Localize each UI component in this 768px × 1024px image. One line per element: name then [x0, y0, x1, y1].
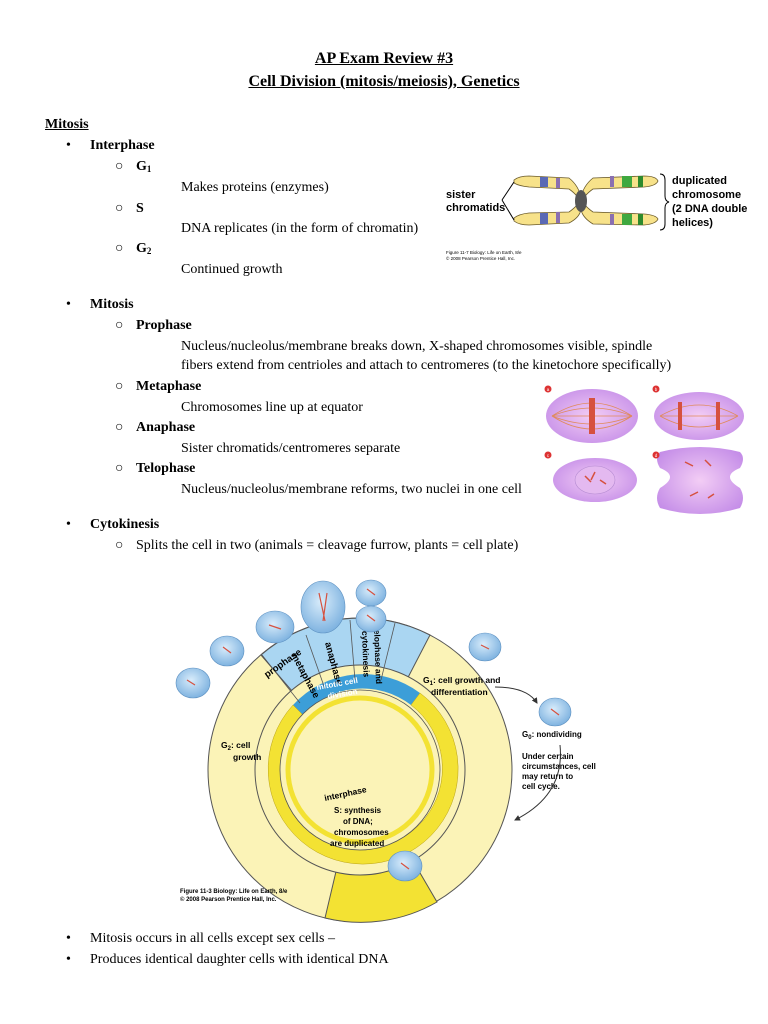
chromosome-figure: sister chromatids duplicated chromosome … [444, 168, 747, 266]
label-may-return: may return to [522, 772, 573, 781]
footer-bullet-1: Mitosis occurs in all cells except sex c… [90, 931, 335, 946]
cell-image [209, 635, 245, 667]
section-heading-mitosis: Mitosis [45, 117, 89, 132]
heading-cytokinesis: Cytokinesis [90, 517, 160, 532]
label-are-duplicated: are duplicated [330, 839, 384, 848]
label-prophase: Prophase [136, 318, 192, 333]
svg-text:b: b [655, 387, 658, 392]
svg-text:a: a [547, 387, 550, 392]
label-growth: growth [233, 752, 261, 762]
circle-bullet: ○ [115, 420, 124, 435]
circle-bullet: ○ [115, 159, 124, 174]
label-g2: G2: cell [221, 740, 250, 752]
label-g2: G2 [136, 241, 152, 256]
svg-text:d: d [655, 453, 658, 458]
cell-image [355, 579, 387, 607]
doc-title-line2: Cell Division (mitosis/meiosis), Genetic… [248, 73, 520, 90]
circle-bullet: ○ [115, 201, 124, 216]
label-chromatids: chromatids [446, 202, 505, 214]
bullet-dot: • [66, 517, 71, 532]
label-metaphase: Metaphase [136, 379, 202, 394]
bullet-dot: • [66, 297, 71, 312]
desc-telophase: Nucleus/nucleolus/membrane reforms, two … [181, 482, 522, 497]
heading-interphase: Interphase [90, 138, 155, 153]
label-g1: G1: cell growth and [423, 675, 501, 687]
circle-bullet: ○ [115, 379, 124, 394]
bullet-dot: • [66, 931, 71, 946]
desc-g2: Continued growth [181, 262, 283, 277]
label-dna-double: (2 DNA double [672, 203, 747, 215]
doc-title-line1: AP Exam Review #3 [314, 50, 454, 67]
circle-bullet: ○ [115, 241, 124, 256]
label-helices: helices) [672, 217, 713, 229]
circle-bullet: ○ [115, 538, 124, 553]
label-under-certain: Under certain [522, 752, 574, 761]
label-s: S [136, 201, 144, 216]
figure-credit: Figure 11-7 Biology: Life on Earth, 8/e [446, 250, 522, 255]
cell-cycle-figure: prophase metaphase anaphase telophase an… [175, 575, 620, 923]
label-anaphase: Anaphase [136, 420, 196, 435]
label-cytokinesis: cytokinesis [360, 631, 372, 678]
cell-image [300, 580, 346, 634]
label-s-synthesis: S: synthesis [334, 806, 382, 815]
label-c-badge [544, 451, 552, 459]
label-g0: G0: nondividing [522, 730, 582, 741]
label-chromosome: chromosome [672, 189, 741, 201]
label-chromosomes: chromosomes [334, 828, 389, 837]
heading-mitosis: Mitosis [90, 297, 134, 312]
desc-metaphase: Chromosomes line up at equator [181, 400, 363, 415]
desc-prophase-1: Nucleus/nucleolus/membrane breaks down, … [181, 339, 653, 354]
label-d-badge [652, 451, 660, 459]
circle-bullet: ○ [115, 318, 124, 333]
label-b-badge [652, 385, 660, 393]
bullet-dot: • [66, 138, 71, 153]
cell-image [175, 667, 211, 699]
label-sister: sister [446, 189, 476, 201]
desc-cytokinesis: Splits the cell in two (animals = cleava… [136, 538, 519, 553]
label-a-badge [544, 385, 552, 393]
figure-credit: © 2008 Pearson Prentice Hall, Inc. [180, 896, 277, 903]
desc-g1: Makes proteins (enzymes) [181, 180, 329, 195]
svg-text:c: c [547, 453, 550, 458]
label-duplicated: duplicated [672, 175, 727, 187]
figure-credit: Figure 11-3 Biology: Life on Earth, 8/e [180, 889, 288, 895]
label-g1: G1 [136, 159, 152, 174]
desc-s: DNA replicates (in the form of chromatin… [181, 221, 419, 236]
bullet-dot: • [66, 952, 71, 967]
label-telophase: Telophase [136, 461, 196, 476]
figure-credit: © 2008 Pearson Prentice Hall, Inc. [446, 255, 515, 261]
label-differentiation: differentiation [431, 687, 488, 697]
mitosis-phases-figure: a b c d [544, 385, 744, 514]
label-cell-cycle: cell cycle. [522, 782, 560, 791]
desc-anaphase: Sister chromatids/centromeres separate [181, 441, 401, 456]
cell-image [355, 605, 387, 633]
circle-bullet: ○ [115, 461, 124, 476]
label-of-dna: of DNA; [343, 817, 373, 826]
label-telophase-and: telophase and [372, 627, 384, 684]
footer-bullet-2: Produces identical daughter cells with i… [90, 952, 389, 967]
cell-telophase [657, 447, 743, 514]
desc-prophase-2: fibers extend from centrioles and attach… [181, 358, 672, 373]
